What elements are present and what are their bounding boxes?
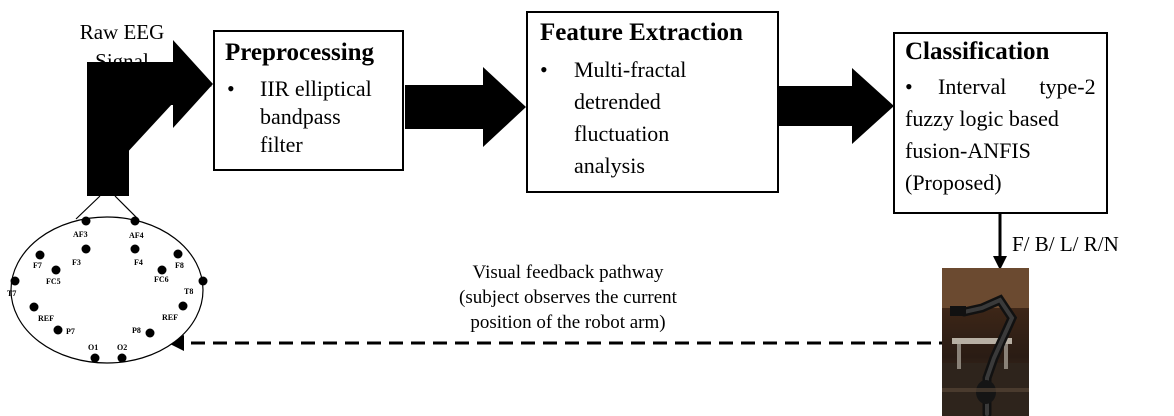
raw-eeg-label-line2: Signal (95, 49, 149, 73)
raw-eeg-label: Raw EEG Signal (57, 18, 187, 76)
electrode-label: AF3 (73, 230, 88, 239)
feature-extraction-line: Multi-fractal (574, 57, 687, 82)
feature-extraction-box: Feature Extraction • Multi-fractal detre… (526, 11, 779, 193)
feedback-arrowhead (168, 335, 184, 351)
electrode-label: P7 (66, 327, 75, 336)
electrode-label: F7 (33, 261, 42, 270)
electrode-label: O2 (117, 343, 127, 352)
bullet-icon: • (227, 76, 235, 101)
classification-line: (Proposed) (905, 170, 1002, 195)
bullet-icon: • (905, 74, 913, 99)
electrode-label: P8 (132, 326, 141, 335)
input-arrow-body (87, 40, 213, 196)
feature-extraction-line: analysis (574, 153, 645, 178)
electrode-label: REF (162, 313, 178, 322)
electrode-label: F8 (175, 261, 184, 270)
output-command-label: F/ B/ L/ R/N (1012, 232, 1119, 256)
electrode-label: F4 (134, 258, 143, 267)
robot-arm-image (942, 268, 1029, 416)
preprocessing-title: Preprocessing (225, 39, 375, 66)
feedback-line2: (subject observes the current (459, 287, 677, 308)
arrow-pre-to-feature (405, 67, 526, 147)
feedback-label: Visual feedback pathway (subject observe… (378, 260, 758, 335)
classification-box: Classification • Interval type-2 fuzzy l… (893, 32, 1108, 214)
electrode-label: FC5 (46, 277, 61, 286)
feedback-line1: Visual feedback pathway (472, 262, 664, 283)
classification-line: fusion-ANFIS (905, 138, 1031, 163)
arrow-feature-to-class (779, 68, 894, 144)
classification-title: Classification (905, 38, 1050, 65)
raw-eeg-label-line1: Raw EEG (79, 20, 165, 44)
preprocessing-line: filter (260, 132, 303, 157)
classification-line: Interval type-2 (938, 74, 1096, 99)
preprocessing-line: bandpass (260, 104, 341, 129)
electrode-label: T8 (184, 287, 193, 296)
bullet-icon: • (540, 57, 548, 82)
preprocessing-line: IIR elliptical (260, 76, 372, 101)
electrode-label: AF4 (129, 231, 144, 240)
classification-line: fuzzy logic based (905, 106, 1059, 131)
eeg-head-map: AF3 AF4 F7 F3 F4 F8 FC5 FC6 T7 T8 REF RE… (7, 216, 208, 364)
connector-right (114, 195, 139, 220)
electrode-label: O1 (88, 343, 98, 352)
electrode-label: FC6 (154, 275, 169, 284)
electrode-label: F3 (72, 258, 81, 267)
feedback-line3: position of the robot arm) (470, 312, 666, 333)
electrode-label: T7 (7, 289, 16, 298)
connector-left (75, 195, 101, 220)
preprocessing-box: Preprocessing • IIR elliptical bandpass … (213, 30, 404, 171)
feature-extraction-title: Feature Extraction (540, 19, 743, 46)
robot-arm-photo (942, 268, 1029, 416)
electrode-label: REF (38, 314, 54, 323)
output-arrowhead (993, 256, 1007, 270)
feature-extraction-line: detrended (574, 89, 661, 114)
feature-extraction-line: fluctuation (574, 121, 670, 146)
